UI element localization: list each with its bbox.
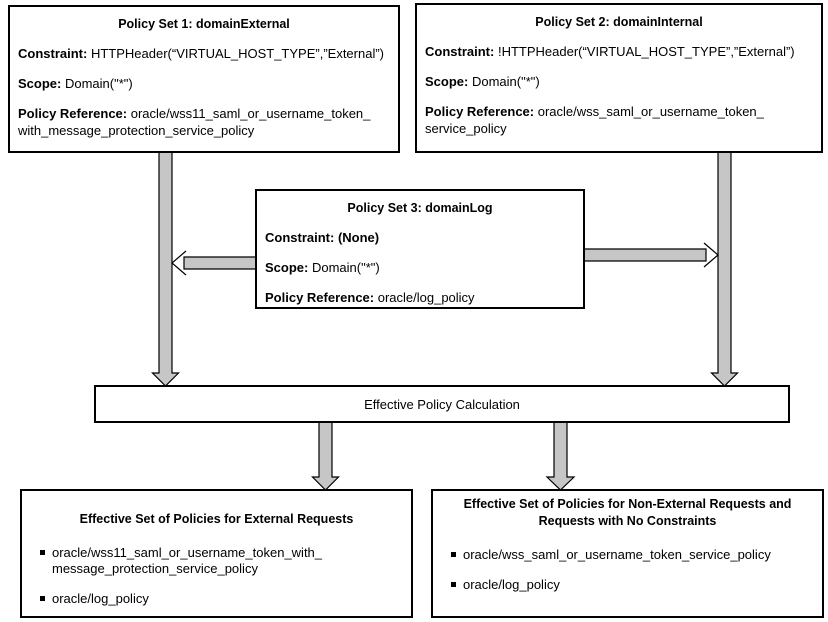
field-label: Scope:: [265, 260, 309, 275]
field-label: Policy Reference:: [18, 106, 128, 121]
policy-set-3-constraint: Constraint: (None): [265, 229, 575, 246]
non-external-results-box: Effective Set of Policies for Non-Extern…: [431, 489, 824, 618]
external-results-title: Effective Set of Policies for External R…: [79, 512, 354, 526]
policy-set-3-box: Policy Set 3: domainLog Constraint: (Non…: [255, 189, 585, 309]
field-label: Policy Reference:: [265, 290, 375, 305]
field-value: Domain("*"): [308, 260, 380, 275]
policy-set-2-policy-reference: Policy Reference: oracle/wss_saml_or_use…: [425, 103, 813, 137]
arrow-ps3-left-shaft-icon: [183, 256, 258, 270]
arrow-ps3-right-shaft-icon: [582, 248, 707, 262]
field-value: oracle/wss11_saml_or_username_token_ wit…: [18, 106, 371, 138]
field-label: Scope:: [18, 76, 62, 91]
policy-list-item-text: oracle/log_policy: [52, 591, 149, 606]
field-value: !HTTPHeader(“VIRTUAL_HOST_TYPE”,”Externa…: [494, 44, 795, 59]
policy-set-1-policy-reference: Policy Reference: oracle/wss11_saml_or_u…: [18, 105, 390, 139]
policy-set-2-box: Policy Set 2: domainInternal Constraint:…: [415, 3, 823, 153]
bullet-icon: [40, 550, 45, 555]
field-label: Scope:: [425, 74, 469, 89]
policy-set-3-policy-reference: Policy Reference: oracle/log_policy: [265, 289, 575, 306]
non-external-results-title: Effective Set of Policies for Non-Extern…: [463, 497, 792, 528]
policy-set-3-title: Policy Set 3: domainLog: [347, 201, 493, 215]
field-label: Policy Reference:: [425, 104, 535, 119]
bullet-icon: [451, 582, 456, 587]
policy-set-2-title: Policy Set 2: domainInternal: [535, 15, 703, 29]
policy-list-item-text: oracle/log_policy: [463, 577, 560, 592]
field-label: Constraint:: [18, 46, 88, 61]
field-value: Domain("*"): [61, 76, 133, 91]
field-value: HTTPHeader(“VIRTUAL_HOST_TYPE”,”External…: [87, 46, 385, 61]
field-value: oracle/wss_saml_or_username_token_ servi…: [425, 104, 764, 136]
field-label: Constraint:: [425, 44, 495, 59]
effective-policy-calculation-bar: Effective Policy Calculation: [94, 385, 790, 423]
arrow-ps2-to-calc-icon: [710, 148, 739, 387]
non-external-results-list: oracle/wss_saml_or_username_token_servic…: [445, 547, 810, 593]
policy-set-1-constraint: Constraint: HTTPHeader(“VIRTUAL_HOST_TYP…: [18, 45, 390, 62]
policy-set-2-scope: Scope: Domain("*"): [425, 73, 813, 90]
policy-list-item: oracle/log_policy: [451, 577, 810, 593]
policy-set-1-box: Policy Set 1: domainExternal Constraint:…: [8, 5, 400, 153]
policy-set-2-constraint: Constraint: !HTTPHeader(“VIRTUAL_HOST_TY…: [425, 43, 813, 60]
field-value: oracle/log_policy: [374, 290, 475, 305]
arrowhead-right-icon: [703, 242, 719, 268]
effective-policy-calculation-label: Effective Policy Calculation: [364, 396, 520, 412]
policy-set-3-scope: Scope: Domain("*"): [265, 259, 575, 276]
field-label: Constraint: (None): [265, 230, 380, 245]
arrowhead-left-icon: [171, 250, 187, 276]
policy-list-item-text: oracle/wss11_saml_or_username_token_with…: [52, 545, 323, 576]
policy-set-1-title: Policy Set 1: domainExternal: [118, 17, 290, 31]
arrow-calc-to-external-icon: [311, 419, 340, 491]
external-results-list: oracle/wss11_saml_or_username_token_with…: [34, 545, 399, 607]
bullet-icon: [451, 552, 456, 557]
arrow-calc-to-nonexternal-icon: [545, 419, 576, 491]
policy-list-item-text: oracle/wss_saml_or_username_token_servic…: [463, 547, 771, 562]
policy-list-item: oracle/wss11_saml_or_username_token_with…: [40, 545, 399, 577]
external-results-box: Effective Set of Policies for External R…: [20, 489, 413, 618]
policy-list-item: oracle/log_policy: [40, 591, 399, 607]
bullet-icon: [40, 596, 45, 601]
policy-list-item: oracle/wss_saml_or_username_token_servic…: [451, 547, 810, 563]
field-value: Domain("*"): [468, 74, 540, 89]
arrow-ps1-to-calc-icon: [151, 148, 180, 387]
policy-set-1-scope: Scope: Domain("*"): [18, 75, 390, 92]
